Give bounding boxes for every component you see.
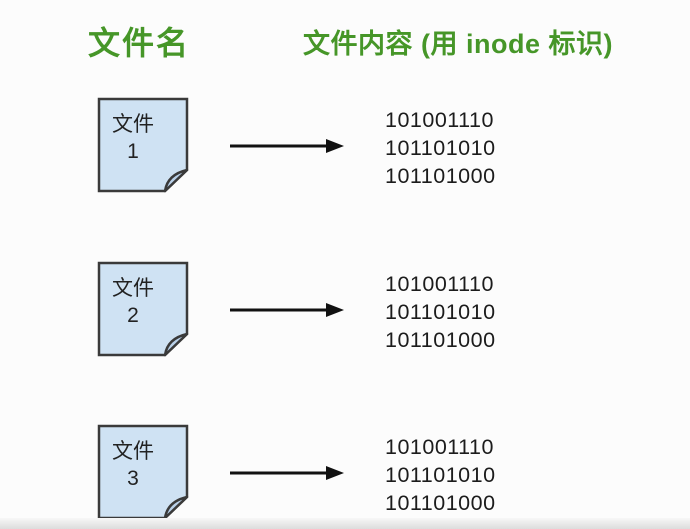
column-header-filename: 文件名 [88, 25, 191, 61]
binary-line: 101101010 [385, 463, 496, 487]
binary-line: 101101000 [385, 164, 496, 188]
inode-content: 101001110 101101010 101101000 [385, 433, 496, 517]
file-label-number: 2 [127, 304, 139, 327]
file-label-name: 文件 [112, 113, 154, 136]
inode-content: 101001110 101101010 101101000 [385, 106, 496, 190]
arrow-right-icon [230, 139, 344, 153]
inode-content: 101001110 101101010 101101000 [385, 270, 496, 354]
binary-line: 101001110 [385, 108, 494, 132]
binary-line: 101101000 [385, 491, 496, 515]
document-icon [97, 424, 189, 520]
document-icon [97, 97, 189, 193]
file-label-number: 1 [127, 140, 139, 163]
file-label: 文件 1 [97, 111, 169, 165]
file-label: 文件 2 [97, 275, 169, 329]
file-label: 文件 3 [97, 438, 169, 492]
binary-line: 101101000 [385, 328, 496, 352]
file-row-2: 文件 2 101001110 101101010 101101000 [0, 261, 690, 361]
column-header-inode-content: 文件内容 (用 inode 标识) [303, 29, 613, 59]
file-label-name: 文件 [112, 277, 154, 300]
binary-line: 101001110 [385, 272, 494, 296]
binary-line: 101101010 [385, 300, 496, 324]
file-row-3: 文件 3 101001110 101101010 101101000 [0, 424, 690, 524]
bottom-edge-strip [0, 518, 690, 529]
document-icon [97, 261, 189, 357]
binary-line: 101001110 [385, 435, 494, 459]
arrow-right-icon [230, 466, 344, 480]
arrow-right-icon [230, 303, 344, 317]
file-row-1: 文件 1 101001110 101101010 101101000 [0, 97, 690, 197]
file-label-number: 3 [127, 467, 139, 490]
binary-line: 101101010 [385, 136, 496, 160]
file-label-name: 文件 [112, 440, 154, 463]
